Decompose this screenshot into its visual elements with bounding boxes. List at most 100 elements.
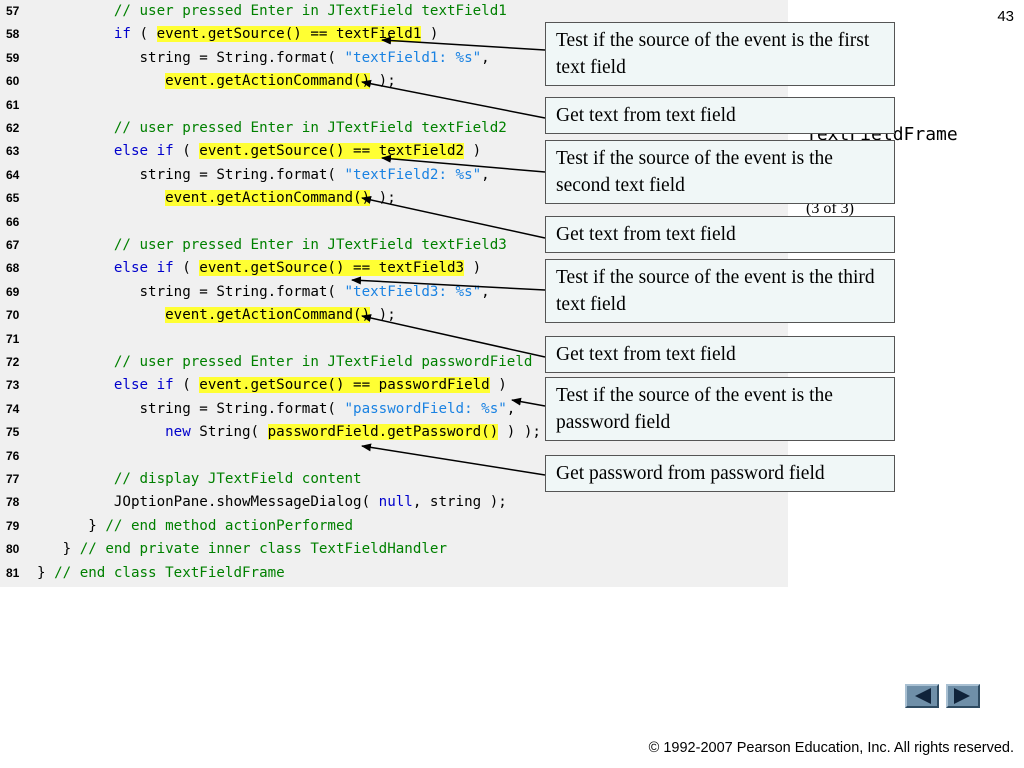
line-number: 68 (6, 261, 20, 276)
highlighted-code: event.getSource() == textField1 (156, 26, 422, 43)
line-number: 57 (6, 4, 20, 18)
code-text: ( (173, 377, 200, 394)
slide-page-indicator: (3 of 3) (806, 200, 854, 217)
line-number: 72 (6, 355, 20, 369)
code-text: ); (370, 73, 396, 90)
line-number: 61 (6, 97, 20, 112)
callout-get-text-3: Get text from text field (545, 336, 895, 373)
highlighted-code: event.getActionCommand() (165, 73, 371, 90)
line-number: 64 (6, 167, 20, 182)
code-line: 69 string = String.format( "textField3: … (0, 281, 490, 304)
triangle-left-icon (915, 688, 931, 704)
line-number: 63 (6, 144, 20, 159)
callout-test-third-field: Test if the source of the event is the t… (545, 259, 895, 323)
code-line: 79 } // end method actionPerformed (0, 515, 353, 538)
line-number: 74 (6, 401, 20, 416)
code-line: 77 // display JTextField content (0, 468, 362, 491)
code-line: 70 event.getActionCommand() ); (0, 304, 396, 327)
next-slide-button[interactable] (946, 684, 980, 708)
code-text: } (37, 564, 55, 581)
line-number: 66 (6, 214, 20, 229)
code-text: ) (464, 143, 482, 160)
callout-arrow (361, 443, 546, 476)
code-line: 68 else if ( event.getSource() == textFi… (0, 257, 481, 280)
code-keyword: else if (113, 377, 174, 394)
code-line: 61 (0, 94, 37, 117)
code-string: "textField3: %s" (344, 283, 482, 300)
previous-slide-button[interactable] (905, 684, 939, 708)
highlighted-code: event.getSource() == passwordField (199, 377, 490, 394)
code-line: 66 (0, 211, 37, 234)
code-keyword: if (113, 26, 131, 43)
line-number: 80 (6, 542, 20, 557)
copyright-footer: © 1992-2007 Pearson Education, Inc. All … (648, 740, 1014, 756)
code-comment: // user pressed Enter in JTextField text… (37, 237, 507, 253)
code-text: , (481, 166, 490, 183)
code-line: 63 else if ( event.getSource() == textFi… (0, 140, 481, 163)
code-text: ) (421, 26, 439, 43)
callout-arrow (351, 276, 546, 291)
callout-test-password-field: Test if the source of the event is the p… (545, 377, 895, 441)
line-number: 76 (6, 448, 20, 463)
code-line: 75 new String( passwordField.getPassword… (0, 421, 541, 444)
line-number: 81 (6, 565, 20, 580)
line-number: 58 (6, 27, 20, 42)
code-text: } (37, 517, 106, 534)
code-line: 62 // user pressed Enter in JTextField t… (0, 117, 507, 140)
code-comment: // user pressed Enter in JTextField text… (37, 3, 507, 19)
code-text: string = String.format( (37, 49, 345, 66)
code-line: 81} // end class TextFieldFrame (0, 562, 285, 585)
callout-arrow (381, 154, 546, 173)
code-comment: // end method actionPerformed (105, 517, 354, 534)
line-number: 70 (6, 308, 20, 323)
callout-arrow (511, 397, 546, 407)
code-keyword: else if (113, 143, 174, 160)
callout-get-text-1: Get text from text field (545, 97, 895, 134)
code-line: 59 string = String.format( "textField1: … (0, 47, 490, 70)
code-text: ) (464, 260, 482, 277)
line-number: 69 (6, 284, 20, 299)
callout-arrow (381, 36, 546, 51)
code-text: ( (130, 26, 157, 43)
line-number: 65 (6, 191, 20, 206)
callout-arrow (361, 79, 546, 119)
highlighted-code: event.getActionCommand() (165, 190, 371, 207)
slide-number: 43 (997, 8, 1014, 25)
code-line: 74 string = String.format( "passwordFiel… (0, 398, 515, 421)
highlighted-code: event.getSource() == textField3 (199, 260, 465, 277)
line-number: 73 (6, 378, 20, 393)
code-text: string = String.format( (37, 400, 345, 417)
callout-arrow (361, 314, 546, 358)
code-line: 64 string = String.format( "textField2: … (0, 164, 490, 187)
code-line: 58 if ( event.getSource() == textField1 … (0, 23, 438, 46)
code-keyword: null (378, 494, 413, 511)
code-line: 60 event.getActionCommand() ); (0, 70, 396, 93)
code-text: JOptionPane.showMessageDialog( (37, 494, 379, 511)
code-text: , (481, 49, 490, 66)
line-number: 67 (6, 238, 20, 252)
line-number: 79 (6, 518, 20, 533)
code-line: 57 // user pressed Enter in JTextField t… (0, 0, 507, 23)
line-number: 62 (6, 121, 20, 135)
code-text: } (37, 541, 80, 558)
callout-get-password: Get password from password field (545, 455, 895, 492)
code-text: , (481, 283, 490, 300)
line-number: 59 (6, 50, 20, 65)
line-number: 78 (6, 495, 20, 510)
line-number: 75 (6, 425, 20, 440)
code-text: , (506, 400, 516, 417)
code-string: "textField1: %s" (344, 49, 482, 66)
highlighted-code: passwordField.getPassword() (267, 424, 499, 441)
code-text: ( (173, 143, 200, 160)
line-number: 77 (6, 472, 20, 486)
line-number: 71 (6, 331, 20, 346)
code-keyword: new (165, 424, 191, 441)
code-line: 78 JOptionPane.showMessageDialog( null, … (0, 491, 507, 514)
triangle-right-icon (954, 688, 970, 704)
code-text: , string ); (412, 494, 507, 511)
code-line: 76 (0, 445, 37, 468)
code-keyword: else if (113, 260, 174, 277)
code-text: ) ); (498, 424, 541, 441)
callout-test-second-field: Test if the source of the event is the s… (545, 140, 895, 204)
